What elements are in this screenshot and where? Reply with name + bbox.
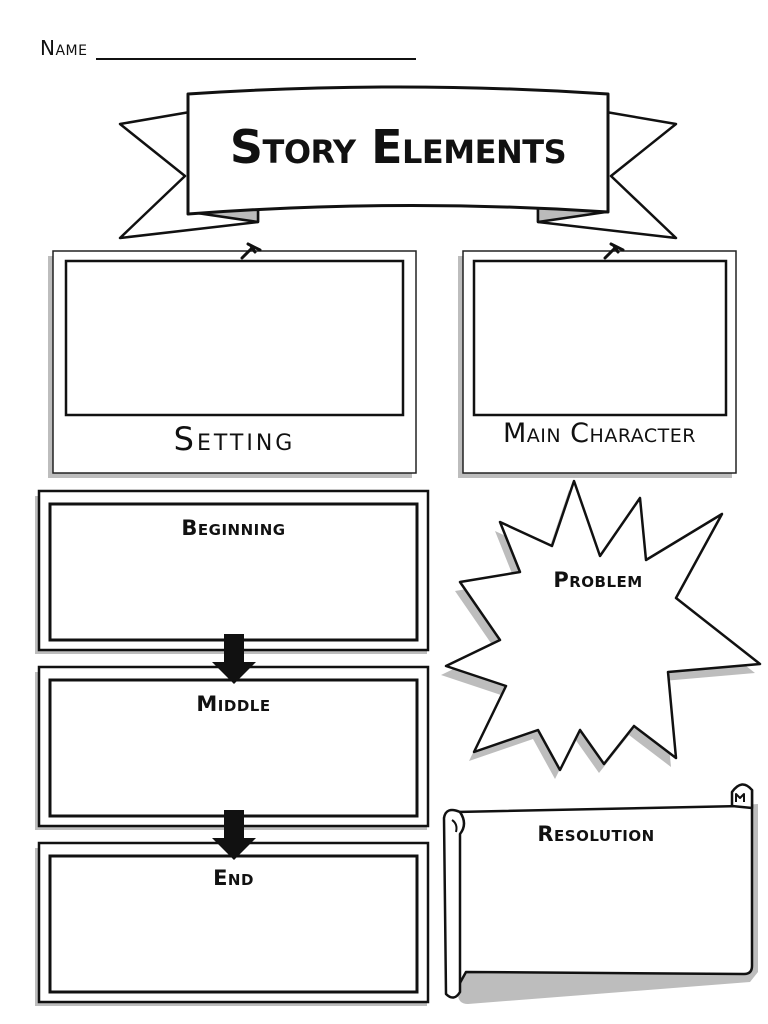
problem-label: Problem — [553, 568, 643, 592]
problem-writing-area[interactable] — [510, 600, 680, 710]
setting-label: Setting — [173, 420, 296, 458]
problem-starburst — [441, 479, 762, 779]
page-title: Story Elements — [229, 120, 567, 174]
character-picture-box — [472, 259, 728, 417]
middle-box — [35, 665, 430, 830]
setting-picture-box — [64, 259, 405, 417]
beginning-writing-area[interactable] — [52, 546, 415, 638]
name-label: Name — [40, 36, 88, 60]
beginning-label: Beginning — [181, 516, 286, 540]
name-field[interactable]: Name — [40, 30, 416, 64]
character-card — [458, 242, 737, 478]
character-drawing-area[interactable] — [475, 262, 725, 414]
setting-drawing-area[interactable] — [67, 262, 402, 414]
middle-label: Middle — [196, 692, 271, 716]
middle-writing-area[interactable] — [52, 722, 415, 814]
name-write-line[interactable] — [96, 58, 416, 60]
beginning-box — [35, 489, 430, 654]
setting-card — [48, 242, 417, 478]
title-banner — [118, 85, 678, 240]
banner-main — [186, 85, 610, 216]
scroll-left-roll — [442, 808, 466, 999]
resolution-scroll — [442, 783, 758, 1004]
scroll-body — [454, 788, 754, 992]
pushpin-icon — [603, 242, 625, 260]
pushpin-icon — [240, 242, 262, 260]
arrow-down-icon — [212, 810, 256, 860]
character-label: Main Character — [502, 418, 696, 449]
arrow-down-icon — [212, 634, 256, 684]
end-box — [35, 841, 430, 1006]
end-label: End — [213, 866, 254, 890]
resolution-label: Resolution — [537, 822, 655, 846]
resolution-writing-area[interactable] — [470, 856, 740, 964]
end-writing-area[interactable] — [52, 896, 415, 990]
